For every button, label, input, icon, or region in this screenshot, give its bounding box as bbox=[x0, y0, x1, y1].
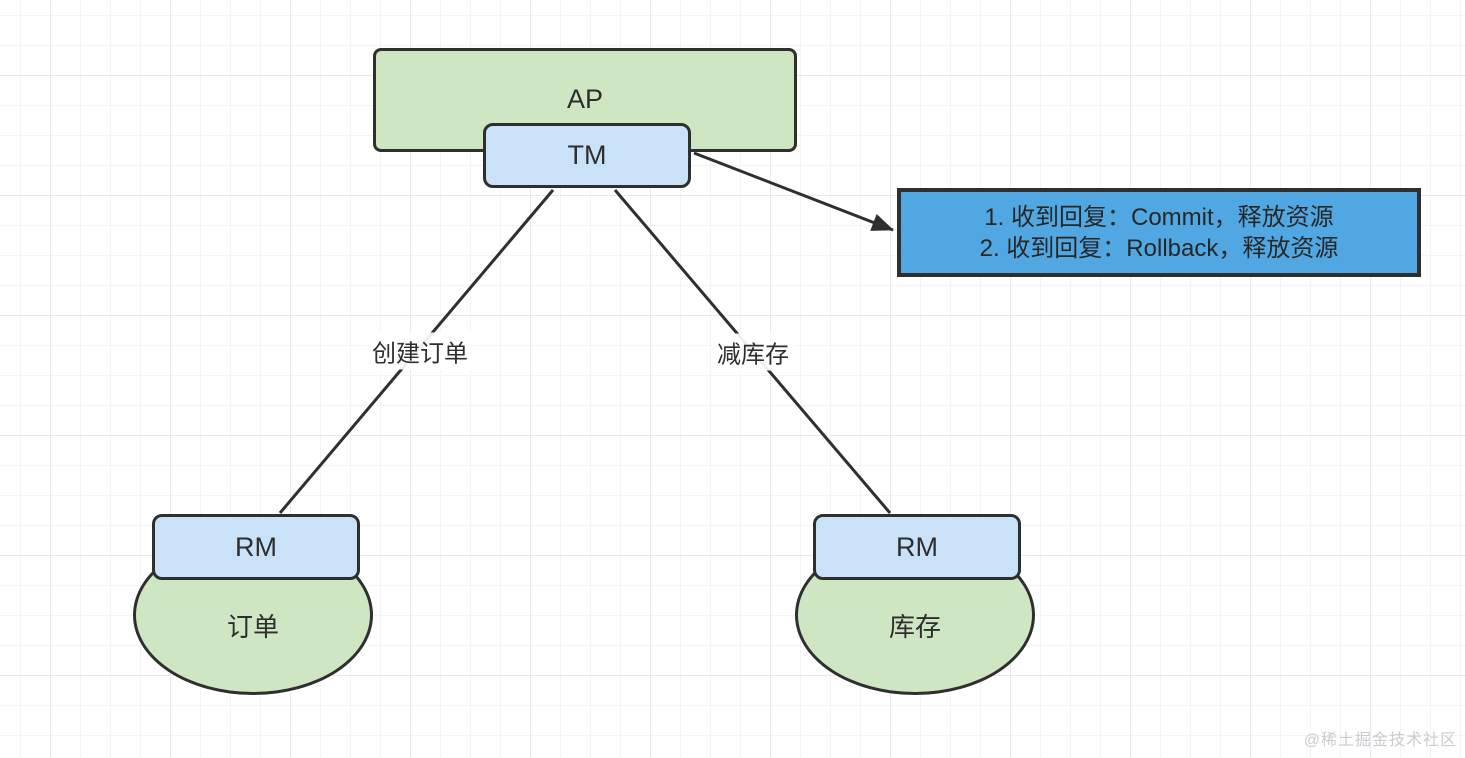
rm-order-label: RM bbox=[235, 531, 277, 562]
rm-order-node: RM bbox=[152, 514, 360, 580]
edge-label-reduce-inventory: 减库存 bbox=[712, 333, 794, 371]
rm-inventory-node: RM bbox=[813, 514, 1021, 580]
edge-label-create-order: 创建订单 bbox=[367, 332, 473, 370]
callout-line-commit: 1. 收到回复：Commit，释放资源 bbox=[984, 203, 1334, 231]
callout-line-rollback: 2. 收到回复：Rollback，释放资源 bbox=[979, 234, 1339, 262]
order-db-label: 订单 bbox=[226, 612, 279, 642]
tm-node-label: TM bbox=[567, 140, 607, 170]
rm-inventory-label: RM bbox=[896, 531, 938, 562]
tm-node: TM bbox=[483, 123, 691, 188]
watermark: @稀土掘金技术社区 bbox=[1303, 732, 1457, 749]
ap-node-label: AP bbox=[566, 84, 604, 114]
arrow-tm-to-callout bbox=[693, 151, 894, 232]
callout-box: 1. 收到回复：Commit，释放资源 2. 收到回复：Rollback，释放资… bbox=[897, 188, 1421, 277]
inventory-db-label: 库存 bbox=[888, 612, 941, 642]
